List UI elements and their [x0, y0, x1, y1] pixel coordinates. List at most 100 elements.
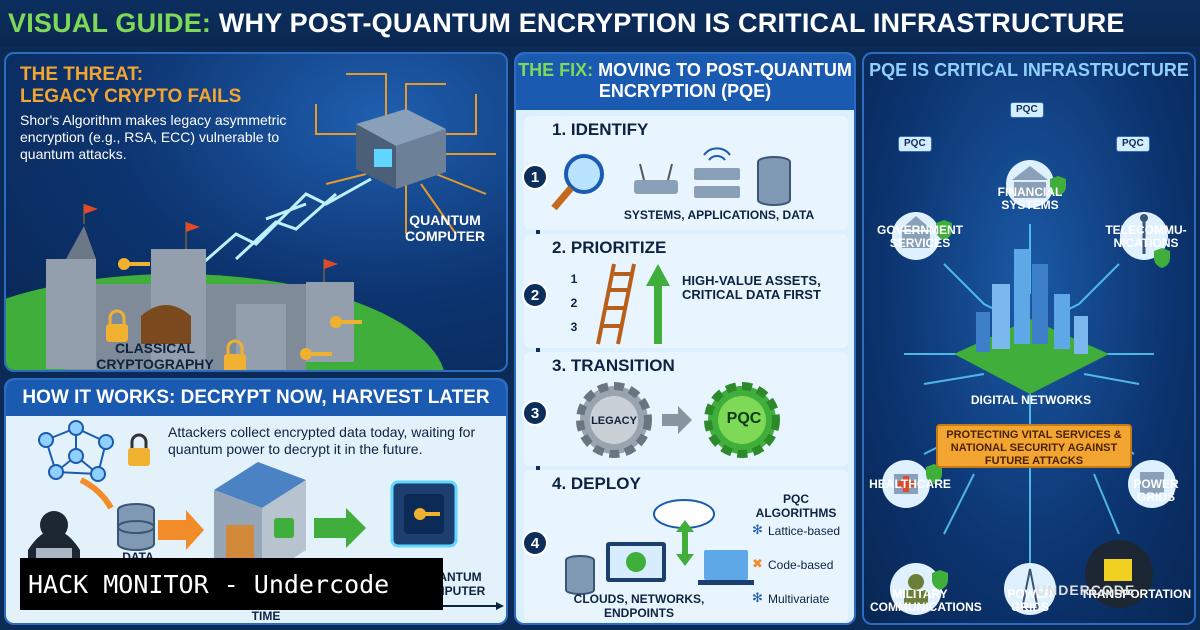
ladder-icon	[596, 263, 636, 345]
step-caption: SYSTEMS, APPLICATIONS, DATA	[623, 208, 815, 222]
pqe-illustration	[882, 160, 1176, 615]
arrow-right-icon	[314, 508, 366, 548]
server-icon	[694, 168, 740, 198]
hospital-icon	[882, 460, 930, 508]
prioritize-illustration	[596, 263, 670, 345]
step-title: 3. TRANSITION	[552, 356, 675, 375]
magnifier-icon	[551, 154, 604, 211]
arrow-right-icon	[662, 406, 692, 434]
step-title: 2. PRIORITIZE	[552, 238, 667, 257]
algorithm-item: Code-based	[768, 558, 834, 572]
protection-banner: PROTECTING VITAL SERVICES & NATIONAL SEC…	[936, 424, 1132, 468]
algorithms-title: PQC ALGORITHMS	[755, 492, 837, 520]
pqc-badge: PQC	[898, 136, 932, 152]
algorithm-item: Multivariate	[768, 592, 830, 606]
arrow-up-icon	[646, 264, 670, 344]
threat-panel: THE THREAT: LEGACY CRYPTO FAILS Shor's A…	[4, 52, 508, 372]
government-label: GOVERNMENT SERVICES	[876, 223, 963, 250]
step-prioritize: 2. PRIORITIZE 2 1 2 3 HIGH-VALUE ASSETS,…	[522, 234, 848, 348]
financial-label: FINANCIAL SYSTEMS	[997, 185, 1063, 212]
router-icon	[634, 163, 678, 194]
cell-tower-icon	[1120, 212, 1168, 260]
laptop-icon	[698, 550, 754, 585]
telecom-label: TELECOMMU-NICATIONS	[1105, 223, 1187, 250]
lattice-icon: ✻	[752, 522, 763, 537]
step-title: 4. DEPLOY	[552, 474, 641, 493]
how-title: HOW IT WORKS: DECRYPT NOW, HARVEST LATER	[6, 380, 506, 416]
padlock-icon	[128, 433, 150, 466]
threat-title-line1: THE THREAT:	[20, 64, 144, 85]
step-caption: CLOUDS, NETWORKS, ENDPOINTS	[573, 592, 705, 620]
page-header: VISUAL GUIDE: WHY POST-QUANTUM ENCRYPTIO…	[0, 0, 1200, 46]
shield-icon	[926, 176, 1170, 590]
lightning-icon	[195, 177, 372, 271]
ladder-rung-label: 1	[570, 272, 578, 286]
quantum-chip-icon	[390, 480, 458, 548]
transition-illustration	[576, 382, 780, 458]
database-icon	[757, 156, 791, 206]
step-title: 1. IDENTIFY	[552, 120, 649, 139]
key-icon	[118, 258, 362, 360]
pqc-badge: PQC	[1116, 136, 1150, 152]
threat-description: Shor's Algorithm makes legacy asymmetric…	[20, 112, 287, 162]
pqc-badge: PQC	[1010, 102, 1044, 118]
fix-title: THE FIX: MOVING TO POST-QUANTUM ENCRYPTI…	[516, 54, 854, 110]
step-number: 2	[522, 282, 548, 308]
title-rest: WHY POST-QUANTUM ENCRYPTION IS CRITICAL …	[211, 7, 1125, 38]
orange-arrow-icon	[79, 477, 114, 510]
how-it-works-panel: HOW IT WORKS: DECRYPT NOW, HARVEST LATER…	[4, 378, 508, 625]
fix-title-rest: MOVING TO POST-QUANTUM ENCRYPTION (PQE)	[593, 60, 852, 101]
arrow-right-icon	[496, 602, 504, 610]
gear-icon	[704, 382, 780, 458]
pqe-panel: PQE IS CRITICAL INFRASTRUCTURE	[862, 52, 1196, 625]
quantum-computer-label: QUANTUM COMPUTER	[404, 212, 486, 244]
multivariate-icon: ✻	[752, 590, 763, 605]
power-grids-label: POWER GRIDS	[1007, 587, 1053, 614]
database-icon	[117, 503, 155, 551]
pqc-label: PQC	[726, 410, 762, 427]
hacker-icon	[28, 511, 80, 565]
step-number: 1	[522, 164, 548, 190]
fix-title-highlight: THE FIX:	[518, 60, 594, 80]
deploy-illustration	[565, 499, 754, 595]
ladder-rung-label: 3	[570, 320, 578, 334]
pqe-title: PQE IS CRITICAL INFRASTRUCTURE	[869, 60, 1189, 80]
power-grids-right-label: POWER GRIDS	[1133, 477, 1179, 504]
code-icon: ✖	[752, 556, 763, 571]
transportation-label: TRANSPORTATION	[1080, 587, 1192, 601]
power-plant-icon	[1128, 460, 1176, 508]
legacy-label: LEGACY	[591, 415, 637, 427]
step-caption: HIGH-VALUE ASSETS, CRITICAL DATA FIRST	[682, 273, 821, 302]
ladder-rung-label: 2	[570, 296, 578, 310]
title-highlight: VISUAL GUIDE:	[8, 7, 212, 38]
arrow-updown-icon	[676, 520, 694, 566]
fix-panel: THE FIX: MOVING TO POST-QUANTUM ENCRYPTI…	[514, 52, 856, 625]
robot-mascot-icon	[1085, 540, 1153, 608]
how-illustration	[28, 420, 504, 610]
healthcare-label: HEALTHCARE	[869, 477, 951, 491]
pylon-icon	[1004, 563, 1056, 615]
threat-title-line2: LEGACY CRYPTO FAILS	[20, 86, 242, 107]
quantum-computer-icon	[356, 109, 446, 189]
digital-networks-label: DIGITAL NETWORKS	[970, 393, 1092, 407]
step-identify: 1. IDENTIFY 1 SYSTEMS, APPLICATIONS, DAT…	[522, 116, 848, 230]
arrow-right-icon	[158, 510, 204, 550]
page-title: VISUAL GUIDE: WHY POST-QUANTUM ENCRYPTIO…	[8, 8, 1125, 39]
watermark-banner: HACK MONITOR - Undercode	[20, 558, 443, 610]
how-description: Attackers collect encrypted data today, …	[168, 424, 476, 457]
threat-illustration	[6, 73, 496, 370]
classical-cryptography-label: CLASSICAL CRYPTOGRAPHY	[96, 340, 214, 372]
database-icon	[565, 555, 595, 595]
time-label: TIME	[251, 609, 281, 623]
step-deploy: 4. DEPLOY 4 CLOUDS, NETWORKS, ENDPOINTS …	[522, 470, 848, 622]
soldier-icon	[890, 563, 942, 615]
government-building-icon	[892, 212, 940, 260]
logo-watermark: UNDERCODE	[1036, 582, 1136, 598]
padlock-icon	[106, 309, 246, 370]
step-number: 3	[522, 400, 548, 426]
castle-icon	[46, 204, 354, 370]
military-label: MILITARY COMMUNICATIONS	[870, 587, 982, 614]
gear-icon	[576, 382, 652, 458]
algorithm-item: Lattice-based	[768, 524, 841, 538]
monitor-icon	[606, 542, 666, 582]
